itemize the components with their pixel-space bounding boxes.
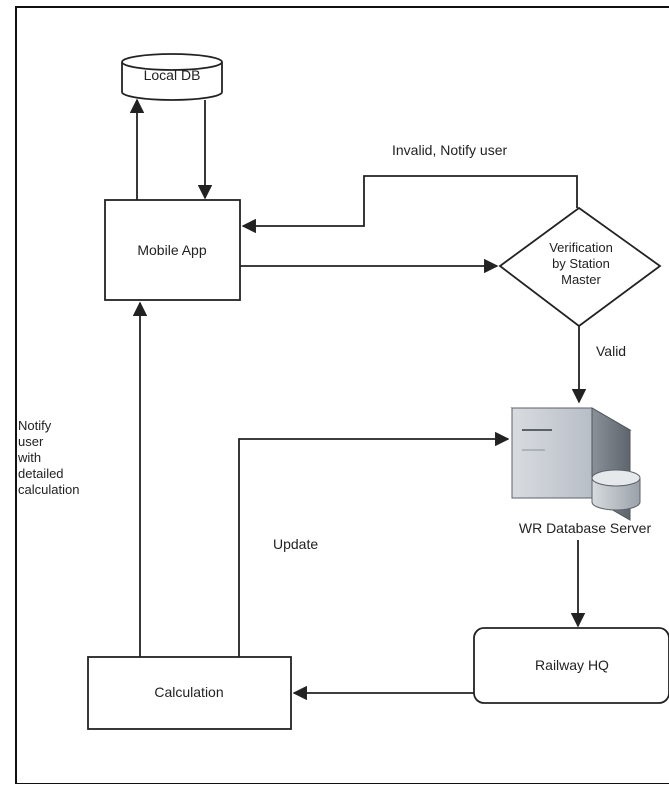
notify-line-2: user <box>18 434 44 449</box>
mobile-app-label: Mobile App <box>137 242 206 258</box>
local-db-label: Local DB <box>144 67 201 83</box>
calculation-label: Calculation <box>154 684 223 700</box>
invalid-edge-label: Invalid, Notify user <box>392 142 507 158</box>
calculation-node: Calculation <box>87 656 292 730</box>
notify-line-3: with <box>17 450 41 465</box>
railway-hq-node: Railway HQ <box>473 627 669 704</box>
wr-server-label: WR Database Server <box>519 520 652 536</box>
notify-edge-label: Notify user with detailed calculation <box>17 418 79 497</box>
railway-hq-label: Railway HQ <box>535 657 609 673</box>
verification-label-line-1: Verification <box>549 240 613 255</box>
server-db-cylinder-icon <box>591 469 641 511</box>
update-edge-label: Update <box>273 536 318 552</box>
edge-invalid-notify <box>241 175 578 234</box>
verification-node: Verification by Station Master <box>498 206 662 328</box>
database-server-icon <box>510 407 641 521</box>
edge-update-to-server <box>238 431 510 657</box>
notify-line-5: calculation <box>18 482 79 497</box>
notify-line-4: detailed <box>18 466 64 481</box>
mobile-app-node: Mobile App <box>104 199 241 301</box>
valid-edge-label: Valid <box>596 343 626 359</box>
local-db-node: Local DB <box>121 53 223 101</box>
verification-label-line-2: by Station <box>552 256 610 271</box>
notify-line-1: Notify <box>18 418 52 433</box>
verification-label-line-3: Master <box>561 272 601 287</box>
